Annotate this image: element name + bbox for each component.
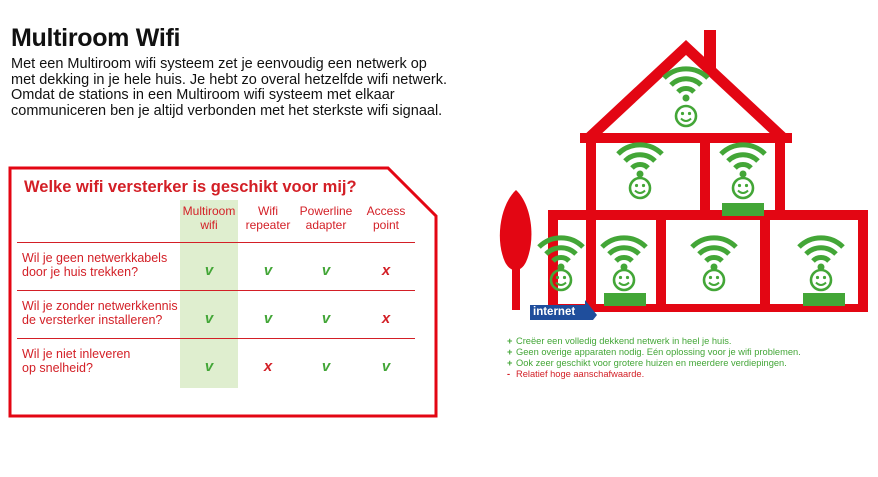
feature-list: +Creëer een volledig dekkend netwerk in … <box>507 336 801 380</box>
house-icon <box>499 30 868 320</box>
question-keep-speed: Wil je niet inleveren op snelheid? <box>22 347 131 375</box>
mark-cell: v <box>204 358 214 375</box>
roof <box>581 40 791 138</box>
panel-frame <box>8 166 438 418</box>
wifi-icon <box>539 69 843 292</box>
question-no-network-knowledge: Wil je zonder netwerkkennis de versterke… <box>22 299 178 327</box>
mark-cell: v <box>321 358 331 375</box>
mark-cell: v <box>381 358 391 375</box>
intro-line: communiceren ben je altijd verbonden met… <box>11 102 443 119</box>
station-icon <box>604 203 845 306</box>
column-header-access-point: Access point <box>366 204 406 232</box>
page-title: Multiroom Wifi <box>11 24 181 52</box>
list-item: -Relatief hoge aanschafwaarde. <box>507 369 645 379</box>
list-item: +Geen overige apparaten nodig. Eén oplos… <box>507 347 801 357</box>
internet-arrow <box>530 300 597 320</box>
column-header-multiroom: Multiroom wifi <box>182 204 236 232</box>
tree-icon <box>499 190 532 310</box>
mark-cell: v <box>263 262 273 279</box>
list-item: +Ook zeer geschikt voor grotere huizen e… <box>507 358 787 368</box>
column-header-repeater: Wifi repeater <box>245 204 291 232</box>
column-header-powerline: Powerline adapter <box>299 204 353 232</box>
multiroom-column-highlight <box>180 200 238 388</box>
row-divider <box>17 242 415 243</box>
mark-cell: v <box>204 310 214 327</box>
house-walls <box>548 133 868 312</box>
mark-cell: v <box>263 310 273 327</box>
mark-cell: v <box>321 310 331 327</box>
row-divider <box>17 290 415 291</box>
intro-line: Met een Multiroom wifi systeem zet je ee… <box>11 56 427 72</box>
intro-line: Omdat de stations in een Multiroom wifi … <box>11 87 395 103</box>
question-no-cables: Wil je geen netwerkkabels door je huis t… <box>22 251 168 279</box>
comparison-panel <box>8 166 438 418</box>
mark-cell: x <box>381 310 391 327</box>
intro-line: met dekking in je hele huis. Je hebt zo … <box>11 71 448 88</box>
list-item: +Creëer een volledig dekkend netwerk in … <box>507 336 732 346</box>
mark-cell: x <box>381 262 391 279</box>
comparison-title: Welke wifi versterker is geschikt voor m… <box>24 178 357 196</box>
mark-cell: v <box>204 262 214 279</box>
mark-cell: x <box>263 358 273 375</box>
intro-paragraph: Met een Multiroom wifi systeem zet je ee… <box>11 56 481 119</box>
mark-cell: v <box>321 262 331 279</box>
internet-label: internet <box>533 306 576 318</box>
row-divider <box>17 338 415 339</box>
